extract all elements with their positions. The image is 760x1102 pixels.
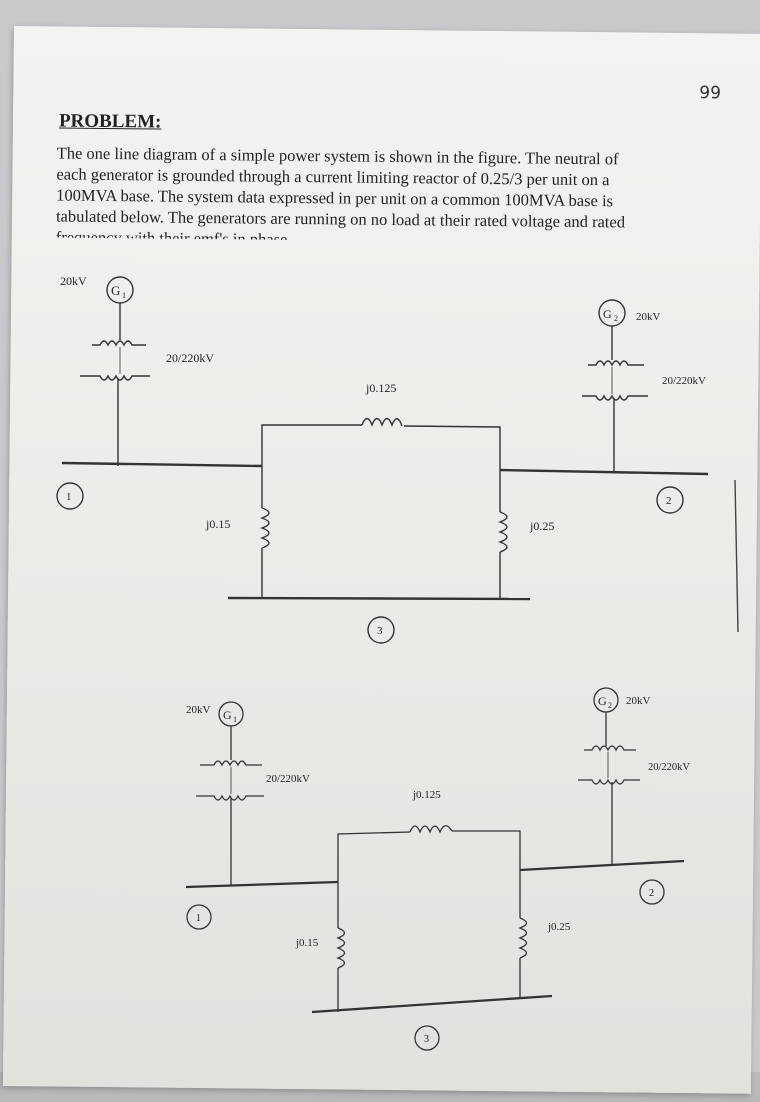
gen1-label: G [111, 283, 120, 298]
generator-1 [218, 701, 244, 760]
margin-line [734, 479, 739, 633]
generator-2 [593, 687, 619, 746]
diagram-top [56, 276, 709, 644]
line23-label: j0.25 [529, 519, 554, 533]
transformer-1-icon [196, 760, 264, 886]
bus-3-number: 3 [377, 625, 383, 637]
gen2-voltage-label: 20kV [636, 311, 661, 323]
gen2-voltage-label: 20kV [626, 695, 651, 707]
line12-coil-icon [361, 417, 403, 427]
bus-3-number: 3 [424, 1034, 429, 1045]
line13-coil-icon [336, 927, 346, 969]
bus-3-marker [367, 616, 395, 644]
bus-1-number: 1 [196, 913, 201, 924]
bus-3-marker [414, 1025, 440, 1051]
line23-coil-icon [518, 917, 528, 959]
bus-2-marker [639, 879, 665, 905]
gen1-sub: 1 [122, 291, 126, 300]
gen1-label: G [223, 708, 232, 722]
bus-3-line [311, 994, 553, 1014]
line13-label: j0.15 [205, 517, 230, 531]
line12-label: j0.125 [365, 381, 396, 395]
line12-coil-icon [409, 825, 453, 834]
bus-1-marker [186, 904, 212, 930]
diagram-top-labels: 20kV G 1 20/220kV j0.125 j0.15 j0.25 G 2… [60, 274, 706, 637]
bus-2-number: 2 [666, 495, 672, 507]
gen2-label: G [598, 694, 607, 708]
bus-2-marker [656, 486, 684, 514]
bus-2-line [519, 859, 685, 872]
bus-2-number: 2 [649, 888, 654, 899]
diagram-bottom [185, 687, 685, 1051]
generator-1 [106, 276, 134, 340]
bus-1-number: 1 [66, 491, 72, 503]
bus-1-line [185, 880, 339, 889]
gen1-sub: 1 [233, 715, 237, 724]
tx2-rating-label: 20/220kV [662, 375, 706, 387]
line12-label: j0.125 [412, 789, 441, 801]
bus-1-marker [56, 482, 84, 510]
line13-coil-icon [259, 507, 270, 549]
generator-2 [598, 299, 626, 360]
line13-label: j0.15 [295, 937, 319, 949]
gen2-sub: 2 [614, 314, 618, 323]
gen2-sub: 2 [608, 701, 612, 710]
transformer-1-icon [80, 340, 150, 466]
bus-2-line [499, 468, 709, 476]
bus-3-line [227, 596, 531, 601]
transformer-2-icon [578, 745, 640, 864]
gen2-label: G [603, 307, 612, 321]
line23-coil-icon [497, 511, 508, 553]
tx1-rating-label: 20/220kV [166, 351, 214, 365]
diagram-bottom-labels: 20kV G 1 20/220kV j0.125 j0.15 j0.25 G 2… [186, 694, 690, 1045]
transformer-2-icon [582, 360, 648, 472]
tx2-rating-label: 20/220kV [648, 762, 690, 773]
tx1-rating-label: 20/220kV [266, 773, 310, 785]
line23-label: j0.25 [547, 921, 571, 933]
gen1-voltage-label: 20kV [60, 274, 87, 288]
bus-1-line [61, 461, 263, 468]
gen1-voltage-label: 20kV [186, 704, 211, 716]
